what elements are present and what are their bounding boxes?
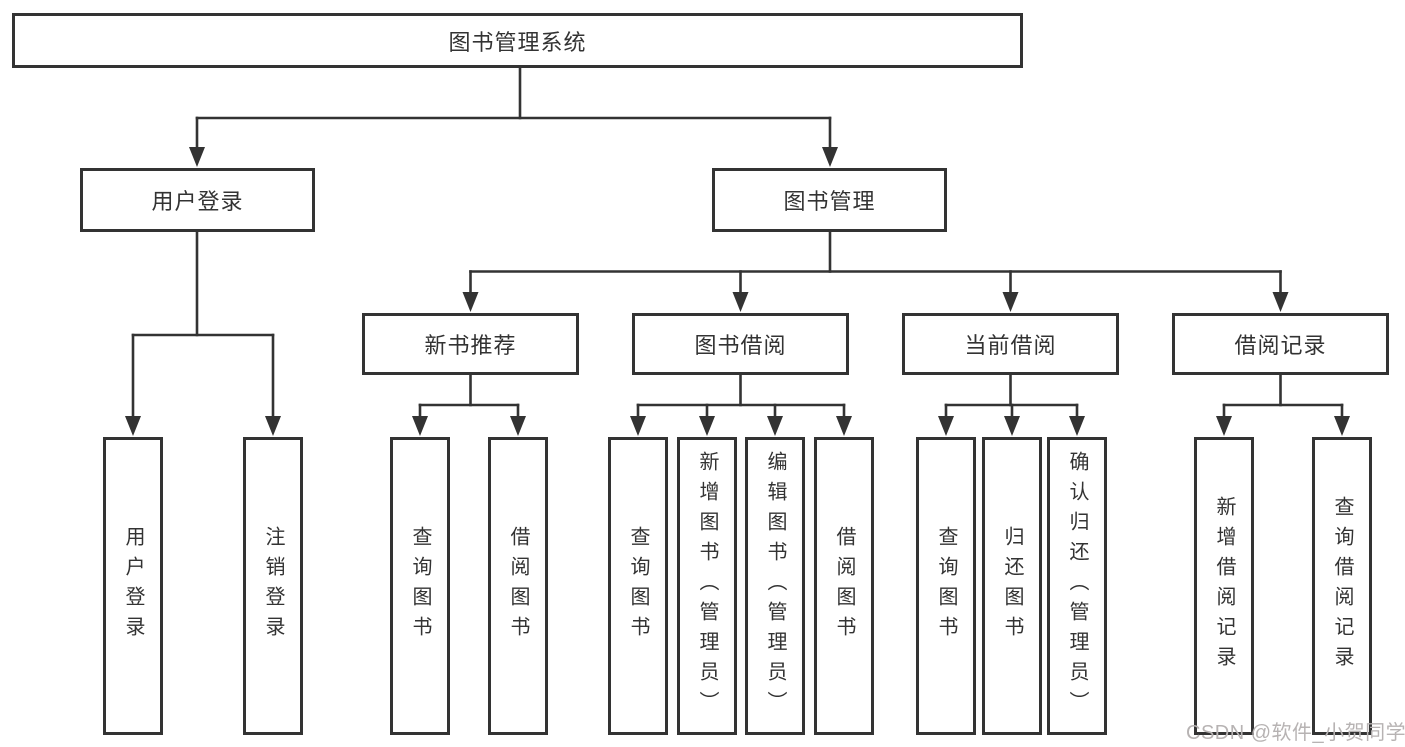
leaf-query-books-current: 查询图书: [916, 437, 976, 735]
node-book-management: 图书管理: [712, 168, 947, 232]
node-book-borrowing: 图书借阅: [632, 313, 849, 375]
leaf-user-login: 用户登录: [103, 437, 163, 735]
leaf-confirm-return-admin: 确认归还（管理员）: [1047, 437, 1107, 735]
leaf-query-books-recommend: 查询图书: [390, 437, 450, 735]
node-current-borrowing: 当前借阅: [902, 313, 1119, 375]
leaf-return-book: 归还图书: [982, 437, 1042, 735]
leaf-borrow-books: 借阅图书: [814, 437, 874, 735]
node-borrowing-records: 借阅记录: [1172, 313, 1389, 375]
leaf-edit-book-admin: 编辑图书（管理员）: [745, 437, 805, 735]
leaf-query-books-borrow: 查询图书: [608, 437, 668, 735]
node-user-login: 用户登录: [80, 168, 315, 232]
leaf-query-borrow-record: 查询借阅记录: [1312, 437, 1372, 735]
csdn-watermark: CSDN @软件_小贺同学: [1186, 722, 1405, 744]
node-new-book-recommendation: 新书推荐: [362, 313, 579, 375]
leaf-add-borrow-record: 新增借阅记录: [1194, 437, 1254, 735]
node-library-management-system: 图书管理系统: [12, 13, 1023, 68]
leaf-add-book-admin: 新增图书（管理员）: [677, 437, 737, 735]
leaf-borrow-books-recommend: 借阅图书: [488, 437, 548, 735]
leaf-logout: 注销登录: [243, 437, 303, 735]
